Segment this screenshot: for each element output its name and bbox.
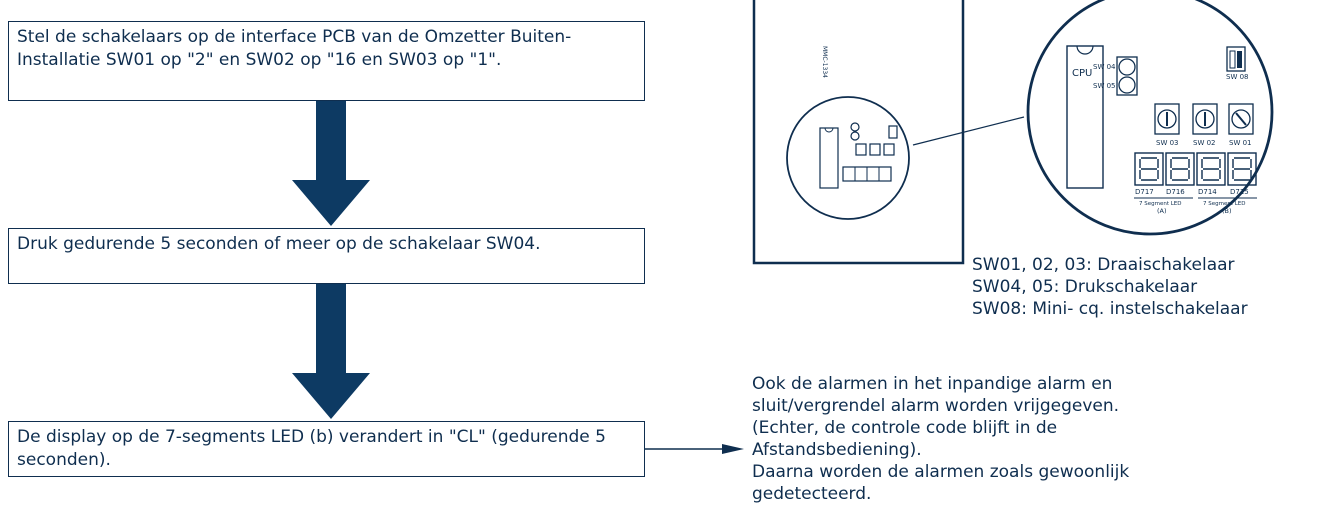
sw03-label: SW 03 <box>1156 139 1179 147</box>
led-group-b-tag: (B) <box>1222 207 1232 215</box>
d716-label: D716 <box>1166 188 1185 196</box>
cpu-chip <box>1066 45 1104 189</box>
note-line-1: Ook de alarmen in het inpandige alarm en <box>752 374 1113 394</box>
note-line-6: gedetecteerd. <box>752 484 872 504</box>
note-line-4: Afstandsbediening). <box>752 440 922 460</box>
note-line-5: Daarna worden de alarmen zoals gewoonlij… <box>752 462 1130 482</box>
note-line-2: sluit/vergrendel alarm worden vrijgegeve… <box>752 396 1120 416</box>
sw02-rotary <box>1192 103 1218 135</box>
sw08-label: SW 08 <box>1226 73 1249 81</box>
note-line-3: (Echter, de controle code blijft in de <box>752 418 1058 438</box>
small-sw05 <box>850 131 860 141</box>
note-connector-arrowhead <box>722 444 744 454</box>
small-sw04 <box>850 122 860 132</box>
small-cpu-chip <box>819 127 839 189</box>
step-2-box: Druk gedurende 5 seconden of meer op de … <box>8 228 645 284</box>
sw03-rotary <box>1154 103 1180 135</box>
small-cpu-notch <box>824 127 834 133</box>
d717-label: D717 <box>1135 188 1154 196</box>
small-sw01 <box>883 143 895 156</box>
sw04-button <box>1118 58 1136 76</box>
sw04-sw05-body <box>1116 56 1138 96</box>
legend-rotary: SW01, 02, 03: Draaischakelaar <box>972 255 1235 275</box>
zoom-connector <box>912 116 1025 146</box>
small-sw03 <box>855 143 867 156</box>
step-2-text: Druk gedurende 5 seconden of meer op de … <box>17 234 541 254</box>
sw05-label: SW 05 <box>1093 82 1116 90</box>
cpu-notch <box>1076 45 1094 55</box>
d715-label: D715 <box>1230 188 1249 196</box>
switch-legend: SW01, 02, 03: Draaischakelaar SW04, 05: … <box>972 254 1248 320</box>
sw08-lever-right <box>1237 51 1242 68</box>
led-group-b-label: 7 Segment LED <box>1203 201 1246 207</box>
board-code-label: MMC-1334 <box>821 46 828 78</box>
magnified-circle <box>1026 0 1274 236</box>
sw01-label: SW 01 <box>1229 139 1252 147</box>
step-3-box: De display op de 7-segments LED (b) vera… <box>8 421 645 477</box>
led-group-a-tag: (A) <box>1157 207 1167 215</box>
cpu-label: CPU <box>1072 68 1092 79</box>
step-1-text: Stel de schakelaars op de interface PCB … <box>17 27 572 70</box>
sw02-label: SW 02 <box>1193 139 1216 147</box>
small-sw08 <box>888 125 898 139</box>
legend-push: SW04, 05: Drukschakelaar <box>972 277 1198 297</box>
d714-label: D714 <box>1198 188 1217 196</box>
alarm-note: Ook de alarmen in het inpandige alarm en… <box>752 373 1132 505</box>
step-1-box: Stel de schakelaars op de interface PCB … <box>8 21 645 101</box>
sw04-label: SW 04 <box>1093 63 1116 71</box>
step-3-text: De display op de 7-segments LED (b) vera… <box>17 427 606 470</box>
led-group-a-label: 7 Segment LED <box>1139 201 1182 207</box>
sw05-button <box>1118 76 1136 94</box>
pcb-board-outline <box>752 0 965 265</box>
board-detail-circle <box>786 96 910 220</box>
sw01-rotary <box>1228 103 1254 135</box>
legend-dip: SW08: Mini- cq. instelschakelaar <box>972 299 1248 319</box>
led-digits <box>1134 152 1257 186</box>
flow-arrow-2 <box>292 284 370 419</box>
sw08-lever-left <box>1229 50 1236 69</box>
flow-arrow-1 <box>292 101 370 226</box>
small-sw02 <box>869 143 881 156</box>
sw08-switch <box>1226 46 1246 72</box>
